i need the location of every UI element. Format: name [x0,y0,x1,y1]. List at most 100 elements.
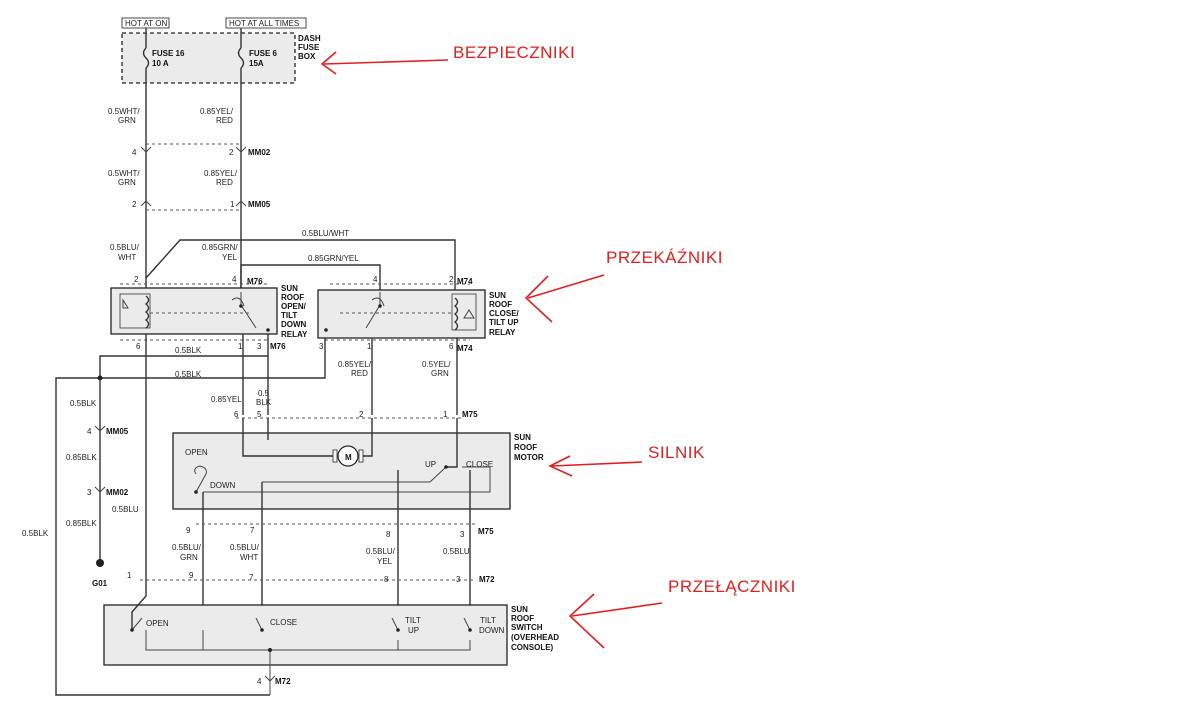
svg-text:0.5WHT/: 0.5WHT/ [108,169,140,178]
svg-text:WHT: WHT [118,253,136,262]
svg-text:RED: RED [216,116,233,125]
svg-text:GRN: GRN [431,369,449,378]
svg-text:PRZEKÁŹNIKI: PRZEKÁŹNIKI [606,248,723,267]
svg-text:HOT AT ALL TIMES: HOT AT ALL TIMES [229,19,299,28]
svg-text:SUN: SUN [514,433,531,442]
svg-text:0.5YEL/: 0.5YEL/ [422,360,451,369]
svg-text:M72: M72 [275,677,291,686]
motor-open-label: OPEN [185,448,208,457]
svg-text:RED: RED [351,369,368,378]
svg-text:SILNIK: SILNIK [648,443,705,462]
svg-text:OPEN/: OPEN/ [281,302,307,311]
svg-text:MM05: MM05 [106,427,129,436]
motor-close-label: CLOSE [466,460,493,469]
svg-text:DOWN: DOWN [281,320,307,329]
switch-label: SUN ROOF SWITCH (OVERHEAD CONSOLE) [511,605,559,652]
svg-text:SUN: SUN [489,291,506,300]
connector-m76-top: 2 4 M76 [120,275,270,286]
svg-text:GRN: GRN [180,553,198,562]
svg-text:FUSE 6: FUSE 6 [249,49,278,58]
svg-text:ROOF: ROOF [511,614,534,623]
connector-m75-top: 6 5 2 1 M75 [234,410,478,419]
svg-text:GRN: GRN [118,178,136,187]
svg-text:BOX: BOX [298,52,316,61]
svg-text:0.5BLU/: 0.5BLU/ [366,547,396,556]
svg-text:TILT: TILT [281,311,297,320]
svg-text:ROOF: ROOF [514,443,537,452]
svg-text:0.5BLK: 0.5BLK [175,346,202,355]
svg-text:1: 1 [238,342,243,351]
svg-text:FUSE 16: FUSE 16 [152,49,185,58]
svg-text:WHT: WHT [240,553,258,562]
svg-text:0.5BLU: 0.5BLU [443,547,470,556]
svg-text:CONSOLE): CONSOLE) [511,643,554,652]
svg-text:2: 2 [132,200,137,209]
svg-text:FUSE: FUSE [298,43,320,52]
connector-mm02-ground: 3 MM02 [87,486,129,497]
connector-m75-bottom: 9 7 8 3 M75 [186,523,494,539]
svg-text:3: 3 [456,575,461,584]
svg-text:SWITCH: SWITCH [511,623,543,632]
switch-tilt-down-label: TILT DOWN [479,616,505,635]
svg-text:PRZEŁĄCZNIKI: PRZEŁĄCZNIKI [668,577,796,596]
svg-text:GRN: GRN [118,116,136,125]
svg-text:8: 8 [386,530,391,539]
svg-text:M74: M74 [457,277,473,286]
svg-text:6: 6 [234,410,239,419]
svg-text:0.5BLK: 0.5BLK [70,399,97,408]
svg-text:0.5BLU/WHT: 0.5BLU/WHT [302,229,349,238]
annotation-motor: SILNIK [548,443,705,477]
svg-text:5: 5 [257,410,262,419]
svg-text:0.5: 0.5 [258,389,270,398]
svg-text:HOT AT ON: HOT AT ON [125,19,167,28]
svg-text:RED: RED [216,178,233,187]
svg-text:M74: M74 [457,344,473,353]
annotation-fuses: BEZPIECZNIKI [320,43,575,75]
svg-text:M75: M75 [478,527,494,536]
svg-text:10 A: 10 A [152,59,169,68]
ground-g01: G01 [92,559,108,588]
svg-text:15A: 15A [249,59,264,68]
motor-down-label: DOWN [210,481,236,490]
connector-mm02: 4 2 MM02 [132,143,271,157]
switch-open-label: OPEN [146,619,169,628]
svg-text:MM02: MM02 [106,488,129,497]
switch-tilt-up-label: TILT UP [405,616,421,635]
motor-label: SUN ROOF MOTOR [514,433,544,462]
relay-close-tilt-up [317,289,486,339]
svg-text:4: 4 [87,427,92,436]
svg-text:4: 4 [373,275,378,284]
svg-text:2: 2 [229,148,234,157]
svg-text:7: 7 [250,526,255,535]
motor-m-label: M [345,453,352,462]
sun-roof-motor [172,432,511,510]
svg-text:3: 3 [319,342,324,351]
svg-text:DOWN: DOWN [479,626,505,635]
svg-text:0.85YEL: 0.85YEL [211,395,242,404]
svg-text:M72: M72 [479,575,495,584]
svg-text:TILT UP: TILT UP [489,318,519,327]
svg-text:1: 1 [127,571,132,580]
svg-text:0.85YEL/: 0.85YEL/ [200,107,234,116]
svg-text:MM05: MM05 [248,200,271,209]
relay-open-label: SUN ROOF OPEN/ TILT DOWN RELAY [281,284,308,339]
relay-close-internals [324,292,477,332]
svg-text:TILT: TILT [405,616,421,625]
connector-m74-top: 4 2 M74 [330,275,473,286]
hot-at-all-times-label: HOT AT ALL TIMES [225,17,307,29]
svg-text:4: 4 [232,275,237,284]
hot-at-on-label: HOT AT ON [121,17,170,29]
relay-close-label: SUN ROOF CLOSE/ TILT UP RELAY [489,291,520,337]
svg-text:4: 4 [257,677,262,686]
connector-m74-bottom: 3 1 6 M74 [319,339,473,353]
svg-text:CLOSE/: CLOSE/ [489,309,520,318]
annotation-relays: PRZEKÁŹNIKI [524,248,723,323]
connector-m72-bottom: 4 M72 [257,675,291,686]
svg-text:3: 3 [257,342,262,351]
svg-text:8: 8 [384,575,389,584]
svg-text:YEL: YEL [222,253,238,262]
svg-text:0.85YEL/: 0.85YEL/ [338,360,372,369]
svg-text:RELAY: RELAY [281,330,308,339]
